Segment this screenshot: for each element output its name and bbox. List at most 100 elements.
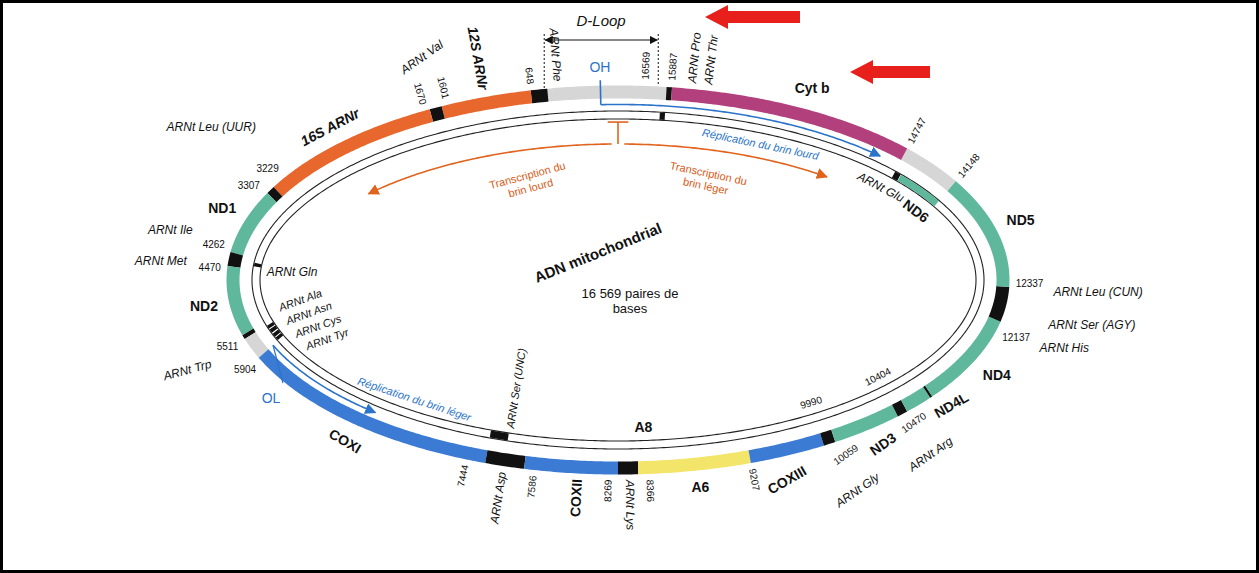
gene-segment — [248, 332, 250, 336]
gene-segment — [531, 92, 671, 97]
gene-segment — [531, 95, 547, 97]
bracket-line — [545, 39, 657, 40]
position-number: 5904 — [234, 364, 256, 376]
strand-arrow — [601, 105, 880, 157]
gene-label: COXII — [567, 479, 585, 518]
trna-label: ARNt Gln — [267, 266, 318, 280]
inner-gene-mark — [894, 175, 899, 178]
gene-segment — [927, 391, 929, 392]
genome-size: 16 569 paires de bases — [574, 287, 686, 317]
position-number: 1601 — [434, 76, 450, 100]
gene-segment — [904, 392, 927, 405]
red-arrow — [850, 60, 930, 84]
origin-label: OH — [589, 59, 610, 75]
trna-label: ARNt Leu (UUR) — [167, 121, 256, 135]
inner-gene-mark — [899, 178, 936, 204]
strand-line — [260, 119, 976, 441]
position-number: 1670 — [412, 82, 429, 107]
inner-gene-mark — [660, 113, 665, 120]
strand-arrow — [608, 121, 629, 123]
gene-segment — [638, 457, 750, 468]
transcription-label: Transcription du brin lourd — [485, 159, 573, 205]
region-label: D-Loop — [577, 12, 626, 29]
gene-label: ND4L — [931, 389, 971, 421]
gene-segment — [250, 336, 263, 354]
trna-label: ARNt Val — [399, 38, 447, 77]
trna-label: ARNt Met — [135, 255, 187, 269]
gene-segment — [272, 192, 278, 198]
trna-label: ARNt His — [1040, 342, 1089, 356]
position-number: 8366 — [644, 479, 656, 502]
strand-line — [252, 111, 984, 449]
trna-label: ARNt Leu (CUN) — [1053, 286, 1142, 300]
trna-label: ARNt Asp — [488, 471, 509, 525]
position-number: 14148 — [955, 151, 982, 180]
gene-band — [233, 92, 1003, 468]
inner-gene-mark — [254, 263, 262, 266]
replication-label: Réplication du brin lourd — [701, 126, 820, 162]
gene-segment — [233, 267, 248, 332]
position-number: 7444 — [455, 464, 471, 488]
trna-label: ARNt Thr — [702, 34, 722, 85]
gene-segment — [486, 457, 525, 463]
transcription-label: Transcription du brin léger — [663, 159, 750, 201]
gene-label: A8 — [634, 419, 652, 435]
position-number: 10404 — [863, 365, 893, 388]
trna-label: ARNt Ser (UNC) — [504, 347, 528, 429]
bracket-dotted — [544, 34, 545, 88]
trna-label: ARNt Lys — [622, 480, 636, 531]
position-number: 4470 — [199, 262, 221, 274]
position-number: 10059 — [831, 442, 860, 467]
gene-label: ND5 — [1007, 212, 1035, 228]
inner-gene-mark — [272, 327, 274, 330]
inner-gene-mark — [275, 332, 277, 335]
gene-label: Cyt b — [795, 80, 830, 96]
position-number: 10470 — [899, 410, 928, 435]
gene-segment — [234, 254, 237, 267]
position-number: 8269 — [602, 480, 614, 502]
position-number: 5511 — [217, 341, 239, 353]
red-arrow — [705, 5, 800, 29]
strand-arrow — [273, 345, 283, 383]
trna-label: ARNt Trp — [162, 358, 213, 384]
trna-label: ARNt Pro — [686, 32, 705, 84]
gene-segment — [431, 112, 443, 115]
gene-label: ND2 — [190, 298, 218, 314]
gene-segment — [822, 436, 833, 440]
gene-label: ND4 — [983, 367, 1011, 383]
gene-label: ND3 — [867, 429, 899, 458]
replication-label: Réplication du brin léger — [356, 375, 473, 424]
inner-gene-mark — [490, 434, 508, 437]
position-number: 14747 — [905, 116, 928, 146]
gene-segment — [895, 406, 904, 411]
position-number: 3229 — [256, 163, 278, 175]
gene-segment — [237, 198, 272, 254]
gene-segment — [278, 116, 431, 192]
gene-segment — [525, 462, 618, 468]
position-number: 12137 — [1002, 332, 1030, 344]
inner-gene-mark — [270, 324, 272, 327]
genome-title: ADN mitochondrial — [532, 219, 664, 286]
bracket-dotted — [658, 34, 659, 86]
trna-label: ARNt Ser (AGY) — [1048, 319, 1135, 333]
gene-segment — [951, 186, 1003, 287]
gene-label: A6 — [691, 479, 709, 495]
trna-label: ARNt Phe — [545, 28, 563, 82]
gene-segment — [618, 461, 638, 474]
gene-label: COXIII — [765, 463, 809, 498]
position-number: 9990 — [799, 394, 824, 411]
position-number: 15887 — [667, 53, 680, 82]
process-arrows — [273, 80, 880, 412]
position-number: 7586 — [525, 475, 539, 498]
inner-strand — [252, 111, 984, 449]
gene-segment — [995, 287, 1003, 320]
strand-arrow — [599, 80, 601, 104]
origin-label: OL — [262, 390, 281, 406]
position-number: 4262 — [203, 239, 225, 251]
position-number: 9207 — [746, 468, 761, 492]
inner-gene-mark — [278, 335, 280, 338]
trna-label: ARNt Ile — [148, 224, 193, 238]
position-number: 3307 — [238, 180, 260, 192]
gene-segment — [666, 87, 671, 100]
